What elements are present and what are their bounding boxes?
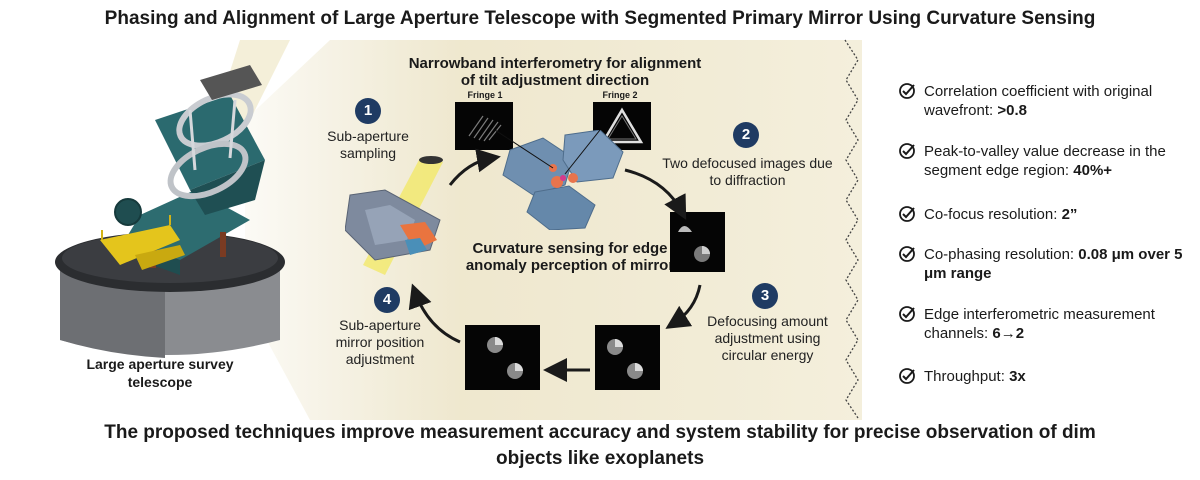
fringe-2-label: Fringe 2 <box>602 90 638 100</box>
fringe-1-label: Fringe 1 <box>467 90 503 100</box>
step-3-badge: 3 <box>752 283 778 309</box>
step-2-badge: 2 <box>733 122 759 148</box>
step-4-badge: 4 <box>374 287 400 313</box>
result-text: Co-phasing resolution: <box>924 246 1079 263</box>
result-value: 0.08 μm over 5 μm range <box>924 246 1183 282</box>
conclusion-text: The proposed techniques improve measurem… <box>104 422 1096 469</box>
mirror-adjusted-image-panel <box>465 325 540 390</box>
hexagonal-segments <box>495 130 624 230</box>
result-item-co-phasing: Co-phasing resolution: 0.08 μm over 5 μm… <box>898 245 1193 283</box>
result-text: Peak-to-valley value decrease in the seg… <box>924 143 1166 179</box>
result-value: 40%+ <box>1073 162 1113 179</box>
defocused-image-panel <box>670 212 725 272</box>
step-2-label: Two defocused images due to diffraction <box>662 155 833 188</box>
interferometry-heading: Narrowband interferometry for alignment … <box>408 55 702 89</box>
check-icon <box>898 82 916 105</box>
check-icon <box>898 142 916 165</box>
result-item-co-focus: Co-focus resolution: 2” <box>898 205 1193 224</box>
subaperture-illustration <box>345 156 443 275</box>
step-1-label: Sub-aperture sampling <box>327 128 409 161</box>
result-item-throughput: Throughput: 3x <box>898 367 1193 386</box>
result-value: >0.8 <box>997 102 1027 119</box>
adjusted-image-panel <box>595 325 660 390</box>
fringe-1-image <box>455 102 513 150</box>
result-value: 3x <box>1009 368 1026 385</box>
result-text: Throughput: <box>924 368 1010 385</box>
result-value: 6→2 <box>992 325 1025 342</box>
check-icon <box>898 305 916 328</box>
check-icon <box>898 367 916 390</box>
result-item-peak-to-valley: Peak-to-valley value decrease in the seg… <box>898 142 1193 180</box>
curvature-heading: Curvature sensing for edge anomaly perce… <box>465 240 675 274</box>
check-icon <box>898 205 916 228</box>
result-text: Correlation coefficient with original wa… <box>924 83 1153 119</box>
step-1-badge: 1 <box>355 98 381 124</box>
result-text: Co-focus resolution: <box>924 206 1062 223</box>
step-4-label: Sub-aperture mirror position adjustment <box>335 317 425 367</box>
step-3-label: Defocusing amount adjustment using circu… <box>707 313 828 363</box>
check-icon <box>898 245 916 268</box>
telescope-caption: Large aperture survey telescope <box>86 356 234 390</box>
result-value: 2” <box>1061 206 1078 223</box>
result-item-correlation: Correlation coefficient with original wa… <box>898 82 1193 120</box>
result-item-channels: Edge interferometric measurement channel… <box>898 305 1193 343</box>
flow-arrows <box>408 148 702 382</box>
result-text: Edge interferometric measurement channel… <box>924 306 1155 342</box>
page-title: Phasing and Alignment of Large Aperture … <box>104 8 1096 29</box>
telescope-illustration <box>55 40 290 358</box>
